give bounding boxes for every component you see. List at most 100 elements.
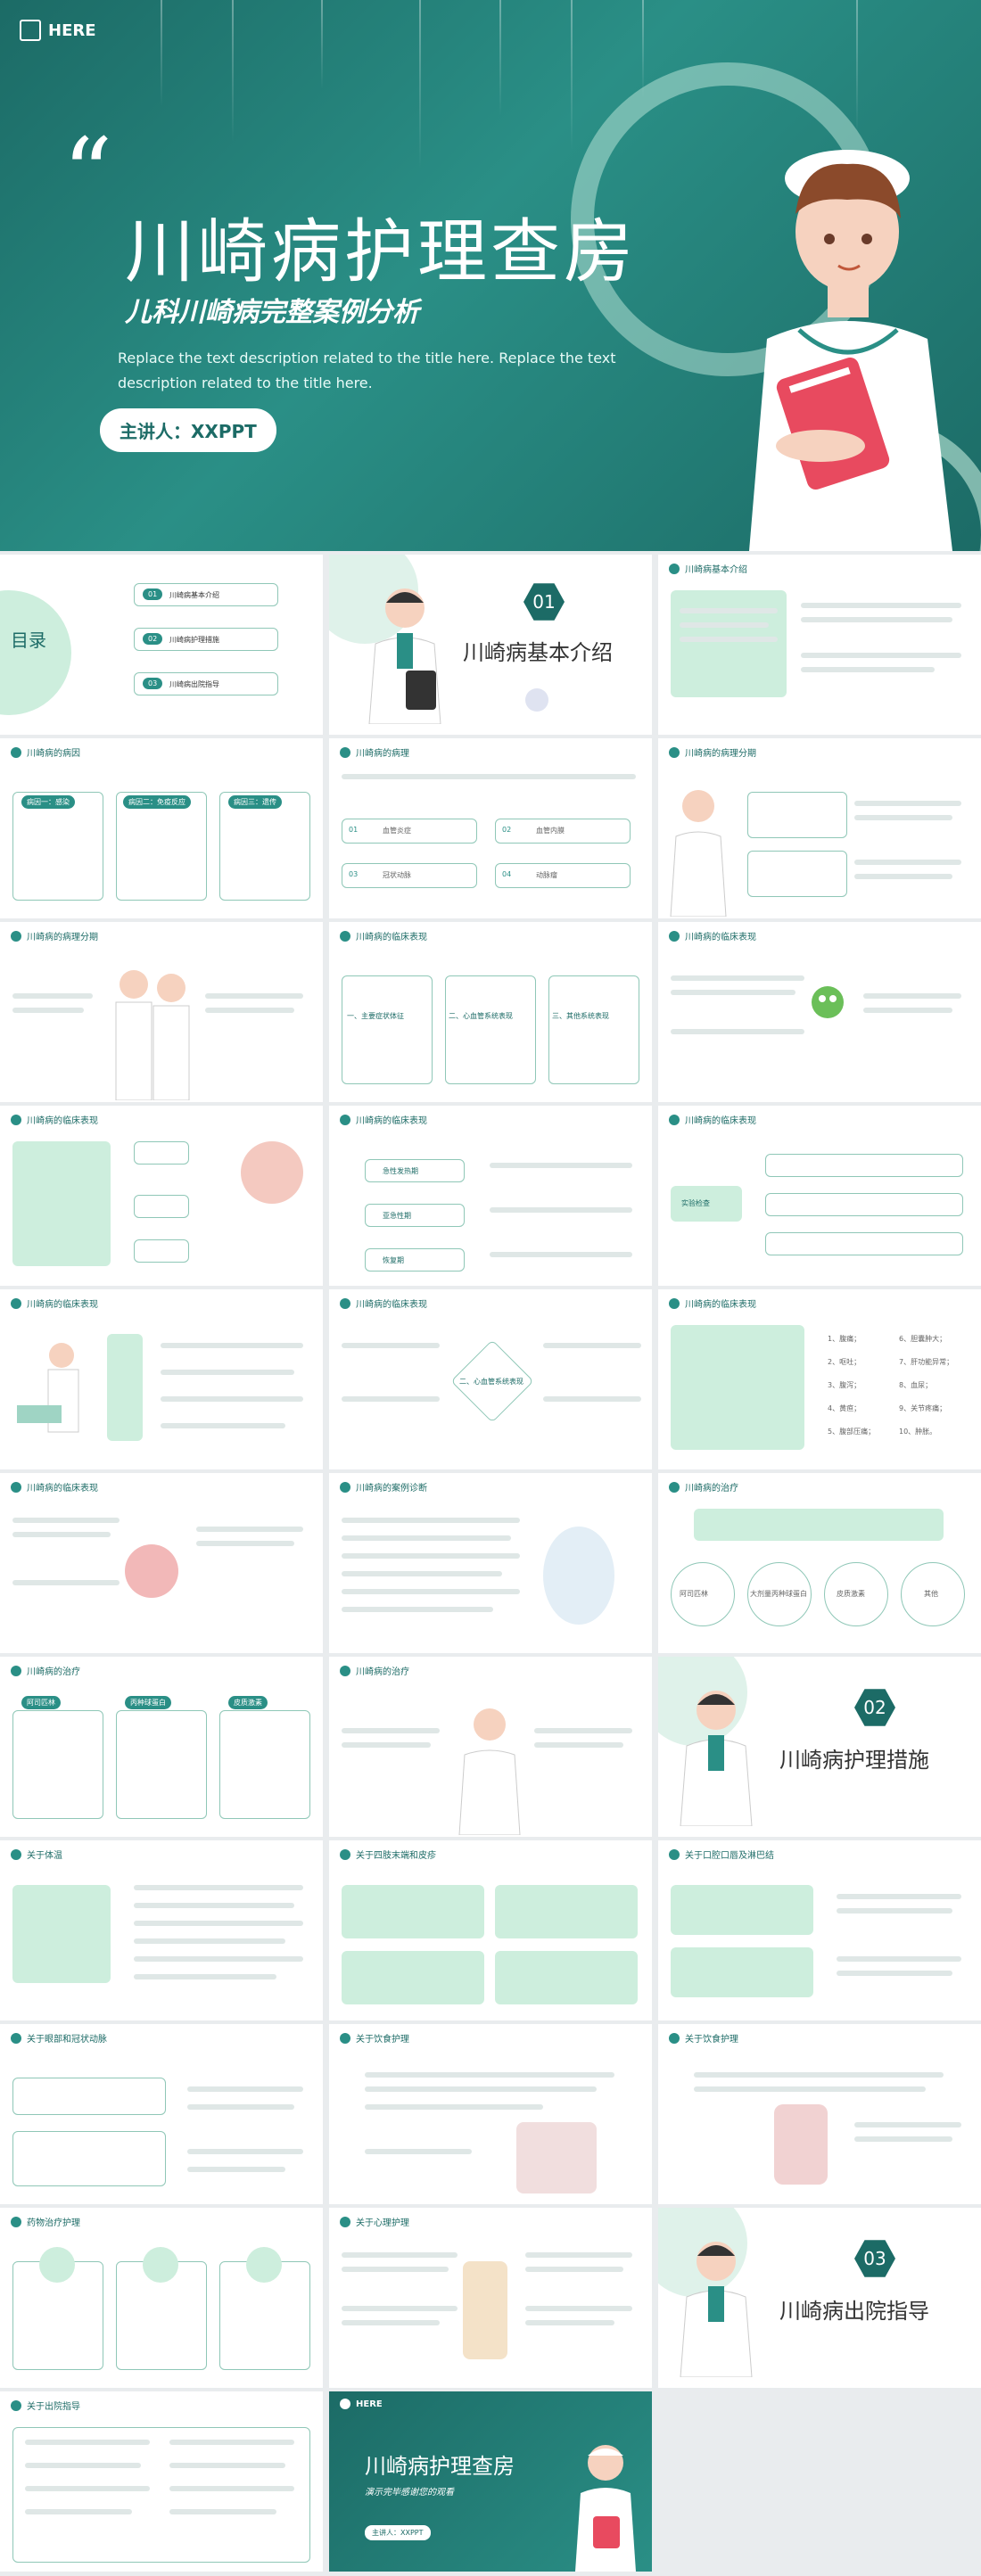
toc-item-label: 川崎病护理措施 <box>169 636 219 644</box>
slide-eyes[interactable]: 关于眼部和冠状动脉 <box>0 2024 323 2204</box>
cause-tag: 病因二：免疫反应 <box>123 795 191 809</box>
slide-title: 川崎病的临床表现 <box>685 1300 756 1310</box>
drug-tab: 阿司匹林 <box>21 1696 61 1709</box>
slide-title: 川崎病的临床表现 <box>27 1300 98 1310</box>
slide-treatment-3[interactable]: 川崎病的治疗 <box>329 1657 652 1837</box>
symptom-item: 5、腹部压痛； <box>828 1428 876 1436</box>
slide-ending[interactable]: HERE 川崎病护理查房 演示完毕感谢您的观看 主讲人：XXPPT <box>329 2391 652 2572</box>
bullet-icon <box>340 1665 350 1676</box>
slide-section-3[interactable]: 03 川崎病出院指导 <box>658 2208 981 2388</box>
slide-mental[interactable]: 关于心理护理 <box>329 2208 652 2388</box>
section-title: 川崎病基本介绍 <box>463 640 613 665</box>
slide-clinical-7[interactable]: 川崎病的临床表现 二、心血管系统表现 <box>329 1289 652 1469</box>
slide-diet-2[interactable]: 关于饮食护理 <box>658 2024 981 2204</box>
phase-label: 恢复期 <box>383 1256 404 1264</box>
bullet-icon <box>340 2216 350 2227</box>
slide-temperature[interactable]: 关于体温 <box>0 1840 323 2020</box>
bullet-icon <box>669 563 680 574</box>
decor-rain <box>642 0 644 98</box>
section-title: 川崎病出院指导 <box>779 2299 929 2324</box>
slide-diagnosis[interactable]: 川崎病的案例诊断 <box>329 1473 652 1653</box>
treatment-label: 阿司匹林 <box>680 1590 708 1598</box>
slide-title: 川崎病的病理 <box>356 749 409 759</box>
slide-treatment-2[interactable]: 川崎病的治疗 阿司匹林 丙种球蛋白 皮质激素 <box>0 1657 323 1837</box>
slide-title: 关于出院指导 <box>27 2402 80 2412</box>
decor-rain <box>856 0 858 134</box>
slide-pathology[interactable]: 川崎病的病理 01 血管炎症 02 血管内膜 03 冠状动脉 04 动脉瘤 <box>329 738 652 918</box>
slide-clinical-5[interactable]: 川崎病的临床表现 实验检查 <box>658 1106 981 1286</box>
slide-title: 关于饮食护理 <box>685 2035 738 2045</box>
virus-icon <box>812 986 844 1018</box>
symptom-item: 10、肿胀。 <box>899 1428 937 1436</box>
section-number: 01 <box>523 583 565 621</box>
slide-clinical-1[interactable]: 川崎病的临床表现 一、主要症状体征 二、心血管系统表现 三、其他系统表现 <box>329 922 652 1102</box>
slide-discharge[interactable]: 关于出院指导 <box>0 2391 323 2572</box>
slide-section-2[interactable]: 02 川崎病护理措施 <box>658 1657 981 1837</box>
slide-clinical-9[interactable]: 川崎病的临床表现 <box>0 1473 323 1653</box>
bullet-icon <box>11 1848 21 1860</box>
bullet-icon <box>340 1297 350 1309</box>
bullet-icon <box>11 2032 21 2044</box>
pathology-label: 血管炎症 <box>383 827 411 835</box>
brand-logo-text: HERE <box>48 21 96 40</box>
pathology-num: 03 <box>349 870 359 878</box>
slide-title: 川崎病的治疗 <box>685 1484 738 1494</box>
brand-logo: HERE <box>20 20 96 41</box>
ending-speaker-badge: 主讲人：XXPPT <box>365 2525 431 2540</box>
bullet-icon <box>11 1297 21 1309</box>
toc-item-label: 川崎病出院指导 <box>169 680 219 688</box>
slide-drug[interactable]: 药物治疗护理 <box>0 2208 323 2388</box>
slide-treatment-1[interactable]: 川崎病的治疗 阿司匹林 大剂量丙种球蛋白 皮质激素 其他 <box>658 1473 981 1653</box>
doctor-patient-illustration <box>17 1343 79 1433</box>
brand-logo-text: HERE <box>356 2399 383 2409</box>
slide-clinical-3[interactable]: 川崎病的临床表现 <box>0 1106 323 1286</box>
cause-tag: 病因一：感染 <box>21 795 75 809</box>
bullet-icon <box>340 1481 350 1493</box>
slide-title: 川崎病的临床表现 <box>356 1116 427 1126</box>
slide-mouth[interactable]: 关于口腔口唇及淋巴结 <box>658 1840 981 2020</box>
slide-title: 关于口腔口唇及淋巴结 <box>685 1851 774 1861</box>
slide-stage-2[interactable]: 川崎病的病理分期 <box>0 922 323 1102</box>
doctor-illustration <box>680 1691 753 1826</box>
toc-num: 01 <box>143 588 163 600</box>
bullet-icon <box>669 1114 680 1125</box>
decor-rain <box>499 0 501 116</box>
symptom-item: 7、肝功能异常； <box>899 1358 954 1366</box>
slide-clinical-8[interactable]: 川崎病的临床表现 1、腹痛； 6、胆囊肿大； 2、呕吐； 7、肝功能异常； 3、… <box>658 1289 981 1469</box>
slide-stage[interactable]: 川崎病的病理分期 <box>658 738 981 918</box>
slide-clinical-6[interactable]: 川崎病的临床表现 <box>0 1289 323 1469</box>
slide-title: 川崎病的临床表现 <box>27 1484 98 1494</box>
treatment-label: 皮质激素 <box>837 1590 865 1598</box>
bullet-icon <box>340 2032 350 2044</box>
pathology-label: 冠状动脉 <box>383 871 411 879</box>
pathology-num: 04 <box>502 870 512 878</box>
slide-toc[interactable]: 目录 01 川崎病基本介绍 02 川崎病护理措施 03 川崎病出院指导 <box>0 555 323 735</box>
bullet-icon <box>11 1481 21 1493</box>
symptom-item: 6、胆囊肿大； <box>899 1335 947 1343</box>
slide-intro[interactable]: 川崎病基本介绍 <box>658 555 981 735</box>
bullet-icon <box>340 1848 350 1860</box>
slide-clinical-2[interactable]: 川崎病的临床表现 <box>658 922 981 1102</box>
quote-mark: “ <box>62 117 113 231</box>
empty-slot <box>658 2391 981 2572</box>
building-icon <box>20 20 41 41</box>
slide-cause[interactable]: 川崎病的病因 病因一：感染 病因二：免疫反应 病因三：遗传 <box>0 738 323 918</box>
toc-num: 02 <box>143 633 163 645</box>
pathology-num: 02 <box>502 826 512 834</box>
slide-section-1[interactable]: 01 川崎病基本介绍 <box>329 555 652 735</box>
bullet-icon <box>340 746 350 758</box>
slide-title: 川崎病的临床表现 <box>685 933 756 942</box>
decor-rain <box>232 0 234 143</box>
slide-diet[interactable]: 关于饮食护理 <box>329 2024 652 2204</box>
bullet-icon <box>11 1665 21 1676</box>
decor-rain <box>571 0 573 152</box>
doctor-illustration <box>368 588 441 724</box>
clinical-label: 三、其他系统表现 <box>552 1012 609 1020</box>
bullet-icon <box>669 1848 680 1860</box>
slide-clinical-4[interactable]: 川崎病的临床表现 急性发热期 亚急性期 恢复期 <box>329 1106 652 1286</box>
bullet-icon <box>669 1481 680 1493</box>
clinical-label: 一、主要症状体征 <box>347 1012 404 1020</box>
slide-skin[interactable]: 关于四肢末端和皮疹 <box>329 1840 652 2020</box>
section-number: 03 <box>854 2240 895 2277</box>
phase-label: 急性发热期 <box>383 1167 418 1175</box>
